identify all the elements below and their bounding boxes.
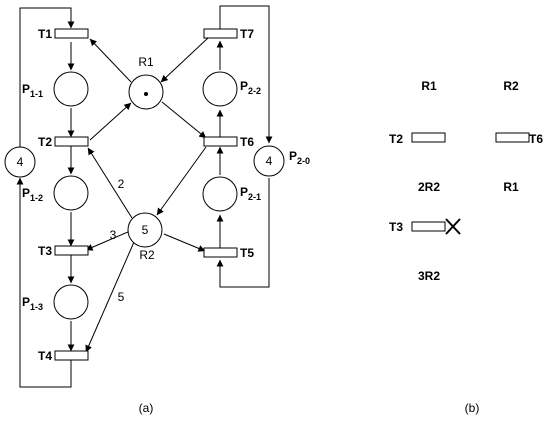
b-row2-left: 2R2 <box>418 180 440 194</box>
b-transition-t3 <box>411 221 446 232</box>
weight-r2-t2: 2 <box>118 177 125 191</box>
b-transition-t2 <box>411 132 446 143</box>
transition-t7 <box>203 28 238 39</box>
arc-left-place-t1 <box>19 7 75 147</box>
label-p21: P2-1 <box>240 185 261 202</box>
caption-a: (a) <box>139 401 154 415</box>
place-left-loop <box>4 146 36 178</box>
place-p22 <box>202 71 238 107</box>
weight-r2-t3: 3 <box>110 228 117 242</box>
token-p20: 4 <box>266 154 273 168</box>
place-p20 <box>253 145 285 177</box>
arc-t6-r2 <box>156 146 207 216</box>
label-t4: T4 <box>38 349 52 363</box>
panel-a: 4 4 5 T1 T2 T3 T4 T7 T6 T5 P1-1 P1-2 P1-… <box>4 5 310 415</box>
transition-t1 <box>54 28 89 39</box>
transition-t5 <box>203 247 238 258</box>
arc-t7-p20 <box>219 5 273 144</box>
label-t6: T6 <box>240 135 254 149</box>
arc-t4-left-place-seg <box>19 180 72 388</box>
b-label-t2: T2 <box>389 132 403 146</box>
arc-r2-t5 <box>163 233 206 252</box>
b-row3: 3R2 <box>418 269 440 283</box>
transition-t4 <box>54 350 89 361</box>
b-row1-right: R2 <box>503 79 519 93</box>
label-t3: T3 <box>38 244 52 258</box>
token-r2: 5 <box>142 223 149 237</box>
label-t7: T7 <box>240 27 254 41</box>
label-p13: P1-3 <box>22 295 43 312</box>
label-r1: R1 <box>138 55 154 69</box>
arc-p20-t5 <box>216 178 270 288</box>
place-p13 <box>53 284 89 320</box>
transition-t2 <box>54 136 89 147</box>
label-r2: R2 <box>139 248 155 262</box>
label-p12: P1-2 <box>22 186 43 203</box>
arc-t2-r1 <box>89 102 132 141</box>
panel-b: R1 R2 T2 T6 2R2 R1 T3 3R2 (b) <box>389 79 543 415</box>
label-t2: T2 <box>38 135 52 149</box>
token-left-loop: 4 <box>17 155 24 169</box>
arc-r2-t2 <box>87 147 133 219</box>
arc-r1-t6 <box>161 101 207 139</box>
label-t1: T1 <box>38 27 52 41</box>
transition-t6 <box>203 136 238 147</box>
b-transition-t6 <box>495 132 530 143</box>
label-t5: T5 <box>240 246 254 260</box>
arc-r1-t1 <box>89 38 132 83</box>
caption-b: (b) <box>465 401 480 415</box>
token-r1 <box>144 92 148 96</box>
b-row1-left: R1 <box>421 79 437 93</box>
weight-r2-t4: 5 <box>118 290 125 304</box>
b-label-t6: T6 <box>529 132 543 146</box>
place-p11 <box>53 71 89 107</box>
place-p21 <box>202 176 238 212</box>
arc-r2-t4 <box>85 241 135 353</box>
b-row2-right: R1 <box>503 180 519 194</box>
arc-t7-r1 <box>160 37 209 83</box>
arc-r2-t3 <box>85 231 129 251</box>
place-r2 <box>127 212 163 248</box>
cross-icon <box>445 218 461 235</box>
label-p11: P1-1 <box>22 82 43 99</box>
b-label-t3: T3 <box>389 220 403 234</box>
place-p12 <box>53 175 89 211</box>
label-p20: P2-0 <box>289 149 310 166</box>
transition-t3 <box>54 245 89 256</box>
label-p22: P2-2 <box>240 79 261 96</box>
